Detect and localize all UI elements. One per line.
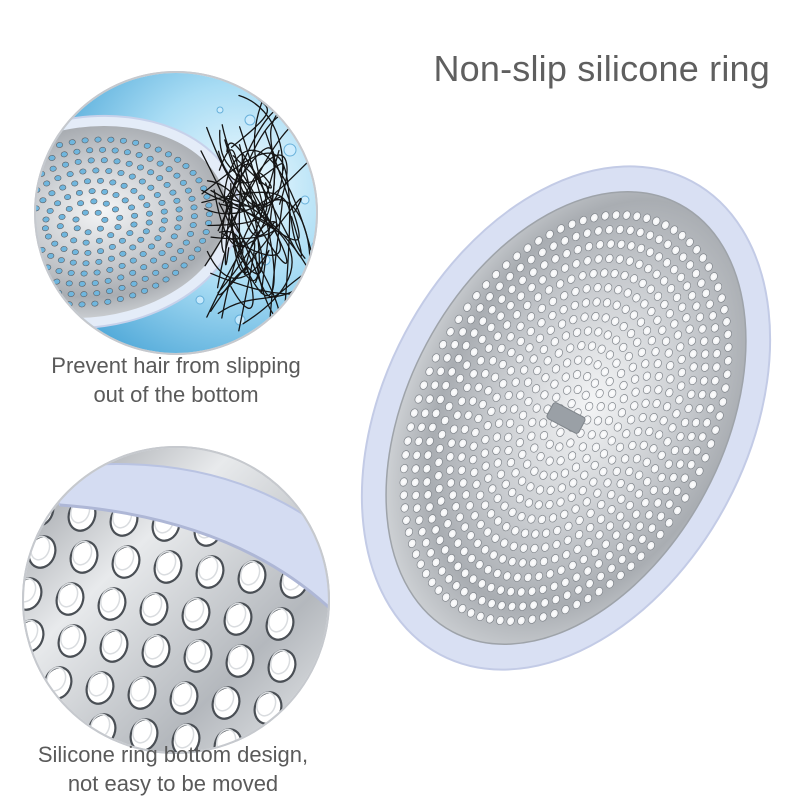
steel-plate-closeup: [36, 125, 228, 319]
page-title: Non-slip silicone ring: [433, 48, 770, 89]
caption-bottom-line1: Silicone ring bottom design,: [37, 742, 309, 767]
caption-hair: Prevent hair from slipping out of the bo…: [10, 351, 342, 409]
hair-catch-closeup: [34, 71, 318, 355]
drain-holes: [399, 210, 733, 626]
caption-hair-line2: out of the bottom: [93, 382, 259, 407]
caption-bottom: Silicone ring bottom design, not easy to…: [0, 740, 346, 798]
hair-strands: [200, 89, 316, 349]
caption-bottom-line2: not easy to be moved: [67, 771, 279, 796]
center-logo-plate: [546, 402, 586, 434]
main-strainer: [360, 165, 772, 671]
caption-hair-line1: Prevent hair from slipping: [51, 353, 301, 378]
